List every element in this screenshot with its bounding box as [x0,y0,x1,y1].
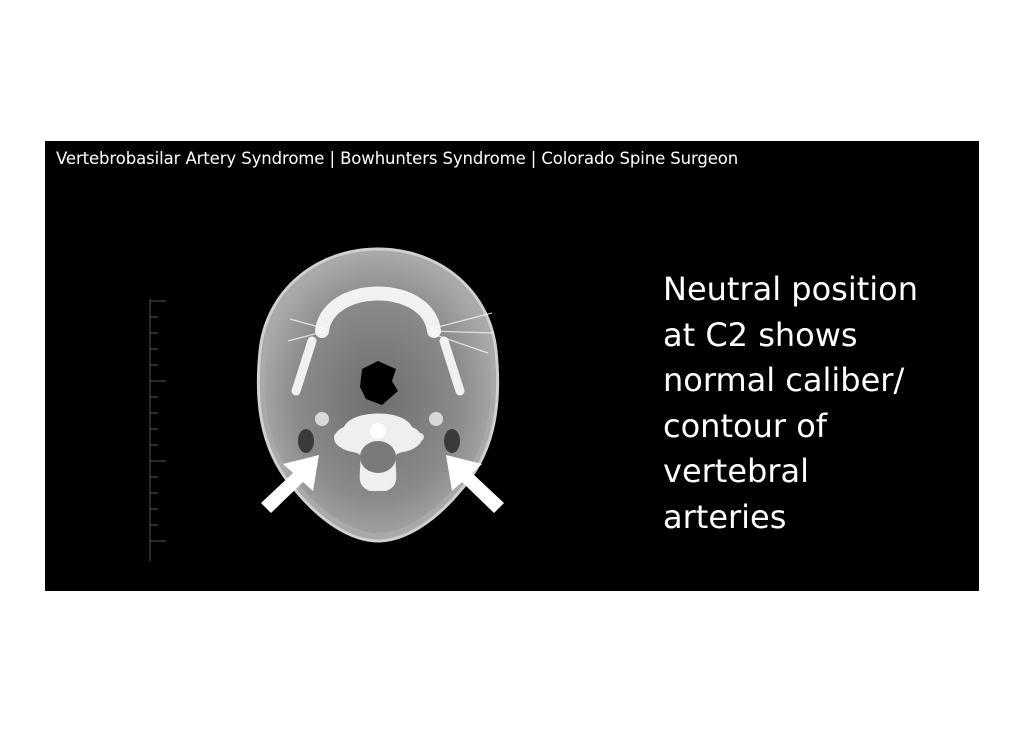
caption-line: Neutral position [663,270,919,308]
right-arrow-icon [446,455,504,513]
left-arrow-icon [261,455,319,513]
caption-line: vertebral [663,452,809,490]
video-title[interactable]: Vertebrobasilar Artery Syndrome | Bowhun… [56,149,739,168]
caption-line: normal caliber/ [663,361,905,399]
caption-line: contour of [663,406,828,445]
axial-ct-neck-c2-icon [149,247,500,561]
video-player[interactable]: Vertebrobasilar Artery Syndrome | Bowhun… [45,141,979,591]
slide-caption: Neutral position at C2 shows normal cali… [663,267,918,540]
scale-ruler [149,299,166,561]
caption-line: at C2 shows [663,315,858,354]
caption-line: arteries [663,497,787,536]
